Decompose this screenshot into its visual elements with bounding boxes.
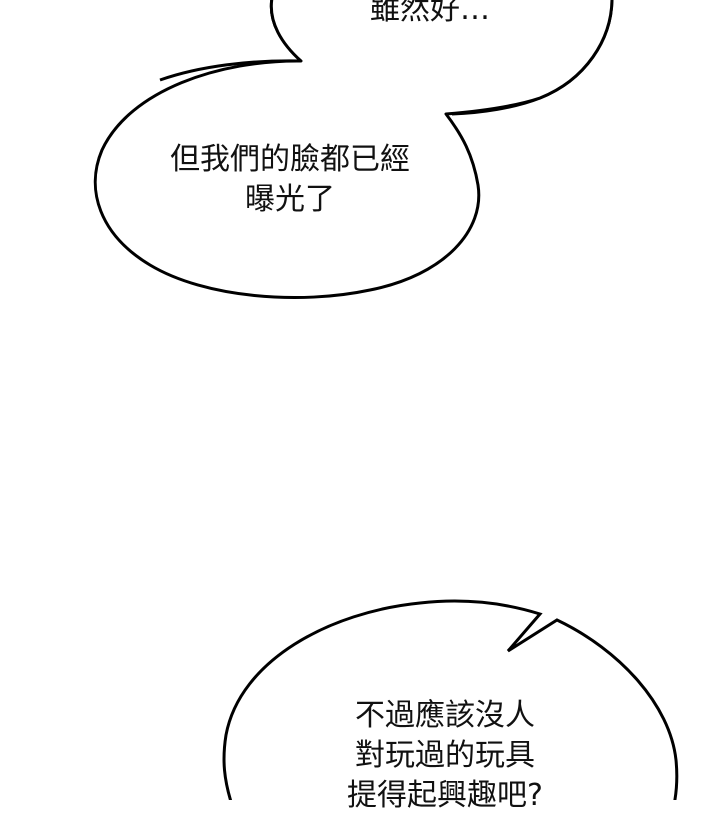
middle-speech-bubble [93, 0, 614, 299]
top-bubble-text: 雖然好… [340, 0, 520, 30]
middle-bubble-text: 但我們的臉都已經 曝光了 [130, 140, 450, 220]
top-bubble-line-1: 雖然好… [370, 0, 490, 27]
lower-bubble-line-1: 不過應該沒人 [355, 698, 535, 733]
lower-bubble-line-2: 對玩過的玩具 [355, 738, 535, 773]
lower-bubble-text: 不過應該沒人 對玩過的玩具 提得起興趣吧? [320, 696, 570, 816]
lower-speech-bubble [222, 599, 679, 800]
middle-bubble-line-1: 但我們的臉都已經 [170, 142, 410, 177]
lower-bubble-line-3: 提得起興趣吧? [347, 778, 543, 813]
middle-bubble-line-2: 曝光了 [245, 182, 335, 217]
